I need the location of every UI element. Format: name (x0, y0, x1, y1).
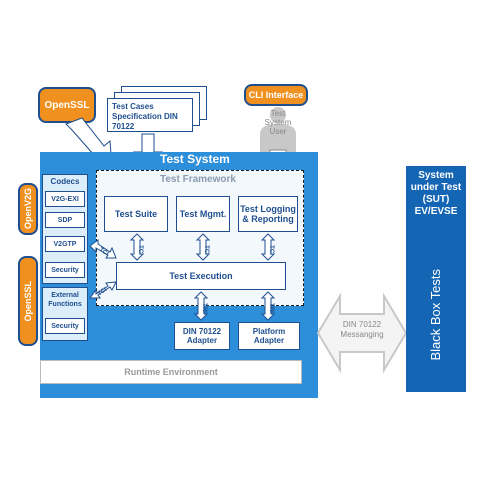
tci-label-2: TCI (203, 245, 209, 255)
test-framework-title: Test Framework (160, 174, 236, 185)
tci-label-1: TCI (137, 245, 143, 255)
spec-doc-front: Test Cases Specification DIN 70122 (107, 98, 193, 132)
tci-label-3: TCI (268, 245, 274, 255)
tci-arrow-mgmt (195, 233, 211, 261)
test-system-user-text: Test System User (264, 109, 292, 136)
test-mgmt-box: Test Mgmt. (176, 196, 230, 232)
openssl-side-badge: OpenSSL (18, 256, 38, 346)
tci-label-5: TCI (97, 287, 109, 298)
test-system-user-label: Test System User (258, 109, 298, 136)
codec-sdp: SDP (45, 212, 85, 228)
platform-adapter-box: Platform Adapter (238, 322, 300, 350)
openssl-top-label: OpenSSL (44, 99, 90, 111)
tci-arrow-suite (129, 233, 145, 261)
tri-label-2: TRI (268, 303, 274, 313)
tri-arrow-din (193, 291, 209, 321)
tci-arrow-external (89, 281, 117, 299)
codec-v2g-exi: V2G-EXI (45, 191, 85, 207)
openssl-top-badge: OpenSSL (38, 87, 96, 123)
codecs-title: Codecs (50, 177, 80, 186)
test-logging-box: Test Logging & Reporting (238, 196, 298, 232)
test-execution-box: Test Execution (116, 262, 286, 290)
test-cases-spec-label: Test Cases Specification DIN 70122 (112, 102, 178, 131)
tri-label-1: TRI (201, 303, 207, 313)
sut-title: System under Test (SUT) EV/EVSE (410, 170, 462, 217)
cli-interface-label: CLI Interface (248, 90, 304, 100)
tci-arrow-codecs (89, 239, 117, 259)
sut-panel: System under Test (SUT) EV/EVSE (406, 166, 466, 392)
codec-v2gtp: V2GTP (45, 236, 85, 252)
cli-interface-badge: CLI Interface (244, 84, 308, 106)
runtime-environment-box: Runtime Environment (40, 360, 302, 384)
messaging-text: DIN 70122 Messanging (340, 320, 384, 339)
test-system-title: Test System (160, 152, 230, 166)
tci-label-4: TCI (98, 247, 110, 258)
external-functions-title: External Functions (48, 292, 82, 308)
openv2g-badge: OpenV2G (18, 183, 38, 235)
tci-arrow-logging (260, 233, 276, 261)
codec-security: Security (45, 262, 85, 278)
test-suite-box: Test Suite (104, 196, 168, 232)
messaging-label: DIN 70122 Messanging (330, 320, 394, 340)
test-system-user-figure (260, 107, 296, 152)
tri-arrow-platform (260, 291, 276, 321)
din-adapter-box: DIN 70122 Adapter (174, 322, 230, 350)
external-security: Security (45, 318, 85, 334)
runtime-environment-label: Runtime Environment (124, 367, 218, 377)
black-box-label: Black Box Tests (412, 250, 458, 380)
black-box-text: Black Box Tests (427, 269, 443, 361)
